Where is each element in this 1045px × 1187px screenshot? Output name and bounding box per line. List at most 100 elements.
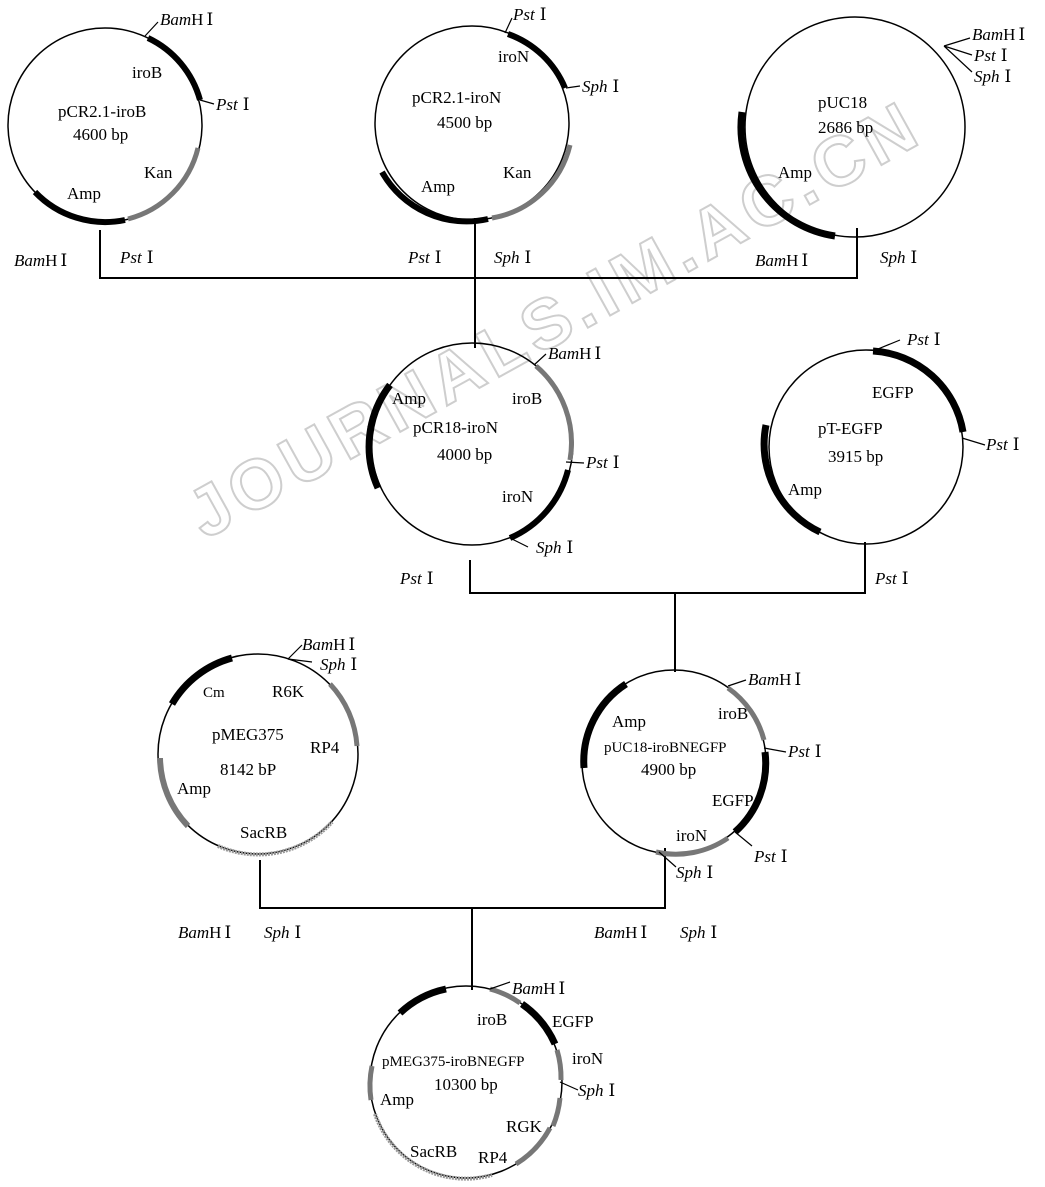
- plasmid-size: 4600 bp: [73, 125, 128, 144]
- gene-label-amp: Amp: [67, 184, 101, 203]
- gene-label-kan: Kan: [503, 163, 532, 182]
- gene-arrow-amp: [32, 189, 126, 225]
- connector-row3: [259, 848, 666, 909]
- gene-arrow-iroN: [655, 835, 730, 857]
- plasmid-backbone: [768, 349, 964, 545]
- gene-arrow-amp: [365, 382, 393, 490]
- gene-label-amp: Amp: [612, 712, 646, 731]
- plasmid-size: 4500 bp: [437, 113, 492, 132]
- gene-label-iroB: iroB: [718, 704, 748, 723]
- site-tick: [943, 37, 973, 73]
- plasmid-size: 4900 bp: [641, 760, 696, 779]
- gene-label-amp: Amp: [778, 163, 812, 182]
- plasmid-name: pCR2.1-iroN: [412, 88, 501, 107]
- gene-arrow-iroN: [508, 469, 571, 541]
- connector-row2: [469, 542, 866, 594]
- site-tick: [509, 353, 585, 548]
- gene-label-r6k: R6K: [272, 682, 305, 701]
- connector-lines: [99, 218, 866, 990]
- plasmid-size: 3915 bp: [828, 447, 883, 466]
- gene-arrow-iroN: [506, 31, 568, 90]
- gene-label-iroN: iroN: [502, 487, 533, 506]
- gene-arrow-egfp: [732, 751, 770, 835]
- gene-label-cm: Cm: [203, 685, 225, 701]
- gene-arrow-rp4: [514, 1126, 553, 1167]
- plasmid-name: pUC18: [818, 93, 867, 112]
- gene-arrow-amp: [737, 111, 836, 240]
- plasmid-size: 4000 bp: [437, 445, 492, 464]
- site-tick: [872, 339, 986, 446]
- gene-label-sacrb: SacRB: [410, 1142, 457, 1161]
- gene-label-kan: Kan: [144, 163, 173, 182]
- plasmid-backbone: [744, 16, 966, 238]
- plasmid-pUC18-iroBNEGFP: Amp iroB pUC18-iroBNEGFP 4900 bp EGFP ir…: [580, 669, 821, 882]
- gene-arrow-egfp: [872, 347, 967, 433]
- site-tick: [144, 21, 215, 105]
- gene-arrow-iroB: [726, 685, 767, 741]
- gene-label-iroB: iroB: [512, 389, 542, 408]
- gene-label-rp4: RP4: [478, 1148, 508, 1167]
- site-tick: [287, 644, 313, 663]
- plasmid-name: pUC18-iroBNEGFP: [604, 740, 727, 756]
- plasmid-name: pCR2.1-iroB: [58, 102, 146, 121]
- gene-arrow-cm: [397, 985, 447, 1016]
- gene-arrow-iroN: [554, 1049, 564, 1081]
- plasmid-name: pMEG375: [212, 725, 284, 744]
- gene-label-iroN: iroN: [676, 826, 707, 845]
- gene-label-amp: Amp: [788, 480, 822, 499]
- gene-label-egfp: EGFP: [552, 1012, 594, 1031]
- gene-label-iroN: iroN: [498, 47, 529, 66]
- gene-label-iroN: iroN: [572, 1049, 603, 1068]
- plasmid-size: 2686 bp: [818, 118, 873, 137]
- site-tick: [658, 679, 787, 868]
- plasmid-pMEG375: Cm R6K pMEG375 RP4 8142 bP Amp SacRB Bam…: [157, 635, 360, 857]
- gene-arrow-cm: [168, 654, 233, 706]
- gene-arrow-rp4: [328, 682, 360, 747]
- site-tick: [489, 981, 579, 1091]
- gene-label-amp: Amp: [392, 389, 426, 408]
- plasmid-name: pCR18-iroN: [413, 418, 498, 437]
- gene-arrow-iroB: [146, 35, 203, 101]
- gene-label-rgk: RGK: [506, 1117, 543, 1136]
- gene-arrow-amp: [760, 424, 822, 536]
- gene-arrow-sacrb: [373, 1113, 493, 1181]
- plasmid-pMEG375-iroBNEGFP: iroB EGFP pMEG375-iroBNEGFP iroN 10300 b…: [367, 979, 615, 1181]
- gene-arrow-kan: [127, 147, 201, 222]
- gene-label-amp: Amp: [380, 1090, 414, 1109]
- plasmid-size: 8142 bP: [220, 760, 276, 779]
